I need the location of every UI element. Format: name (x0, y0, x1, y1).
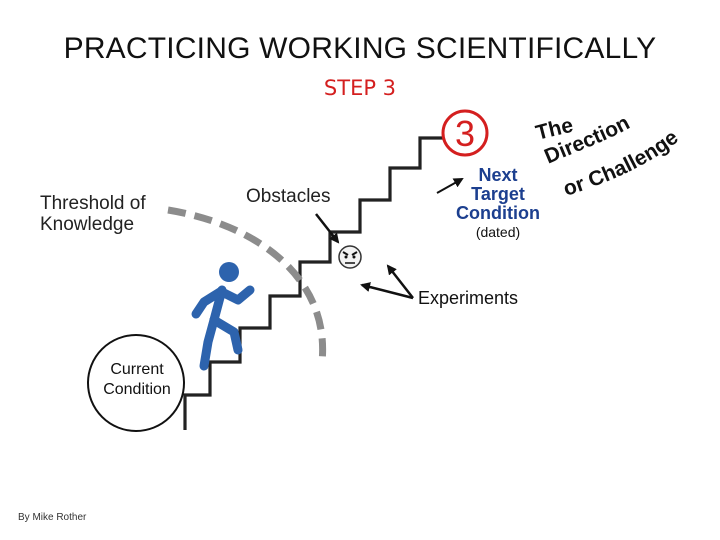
obstacles-arrow (315, 213, 340, 244)
experiments-arrow-up (386, 264, 414, 299)
next-label-line2: Target (471, 184, 525, 204)
obstacle-face-icon (338, 245, 362, 269)
step-heading: STEP 3 (323, 76, 397, 100)
staircase (183, 136, 450, 430)
climbing-person-icon (191, 262, 255, 371)
current-condition-label: Current Condition (92, 360, 182, 400)
threshold-of-knowledge-label: Threshold of Knowledge (40, 193, 146, 235)
experiments-label: Experiments (418, 288, 519, 308)
page-title: PRACTICING WORKING SCIENTIFICALLY (63, 32, 657, 65)
next-target-arrow (436, 178, 464, 194)
author-byline: By Mike Rother (18, 512, 87, 523)
threshold-label-line1: Threshold of (40, 193, 146, 214)
dated-label: (dated) (475, 224, 521, 240)
experiments-arrow-left (360, 282, 414, 300)
next-target-condition-label: Next Target Condition (448, 166, 548, 223)
obstacles-label: Obstacles (246, 186, 331, 207)
current-label-line2: Condition (103, 381, 171, 398)
next-label-line3: Condition (456, 203, 540, 223)
threshold-dashed-arc (167, 206, 327, 363)
step-badge-number: 3 (455, 113, 475, 154)
threshold-label-line2: Knowledge (40, 214, 135, 235)
current-label-line1: Current (110, 361, 164, 378)
next-label-line1: Next (478, 165, 518, 185)
current-condition-circle (87, 334, 185, 432)
step-badge-circle (441, 109, 489, 157)
